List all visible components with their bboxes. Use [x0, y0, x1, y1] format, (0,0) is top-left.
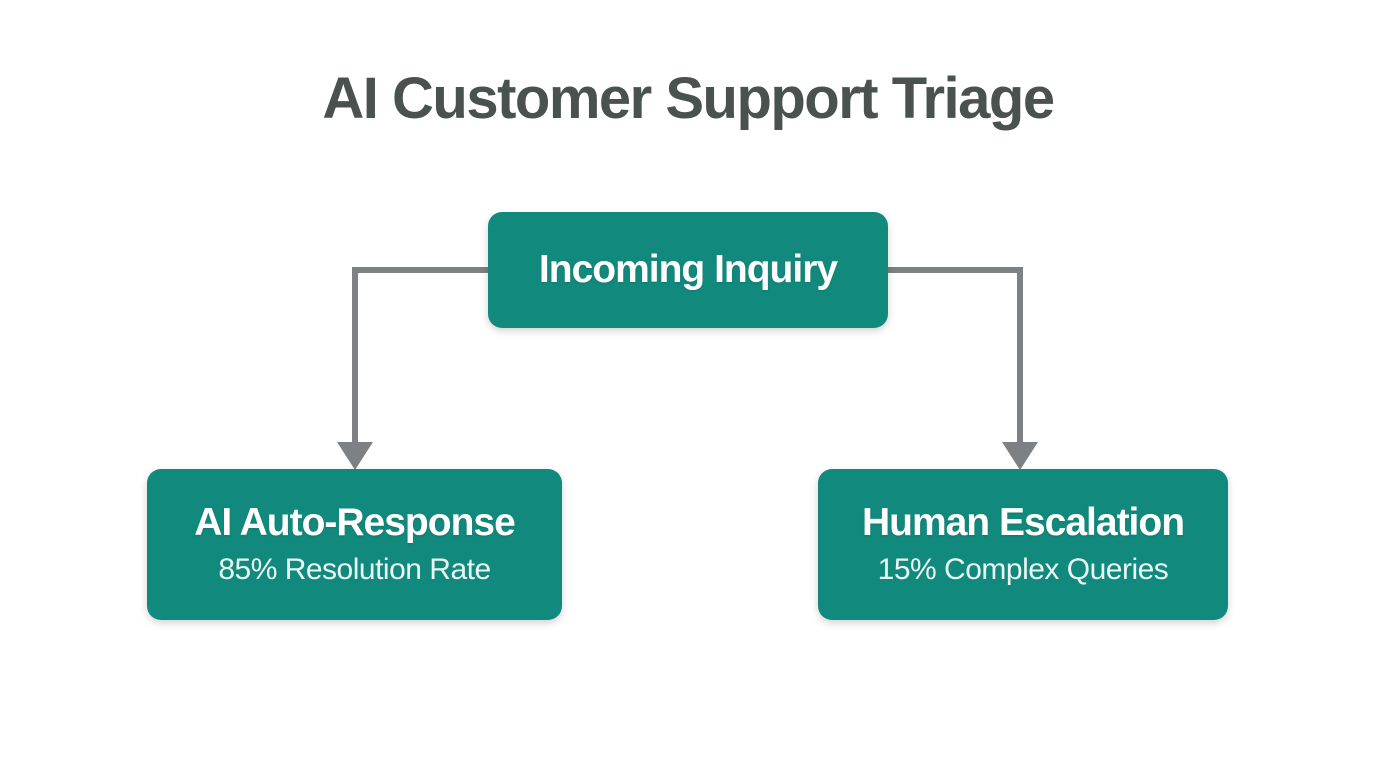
node-ai-auto-response: AI Auto-Response 85% Resolution Rate — [147, 469, 562, 620]
arrow-down-icon — [1002, 442, 1038, 470]
node-sublabel: 15% Complex Queries — [877, 552, 1169, 586]
node-incoming-inquiry: Incoming Inquiry — [488, 212, 888, 328]
node-sublabel: 85% Resolution Rate — [218, 552, 491, 586]
page-title: AI Customer Support Triage — [322, 66, 1055, 131]
node-human-escalation: Human Escalation 15% Complex Queries — [818, 469, 1228, 620]
node-label: Human Escalation — [861, 501, 1185, 545]
connector-left-line — [352, 267, 488, 444]
arrow-down-icon — [337, 442, 373, 470]
node-label: Incoming Inquiry — [538, 247, 838, 291]
node-label: AI Auto-Response — [194, 501, 516, 545]
connector-right-line — [888, 267, 1023, 444]
